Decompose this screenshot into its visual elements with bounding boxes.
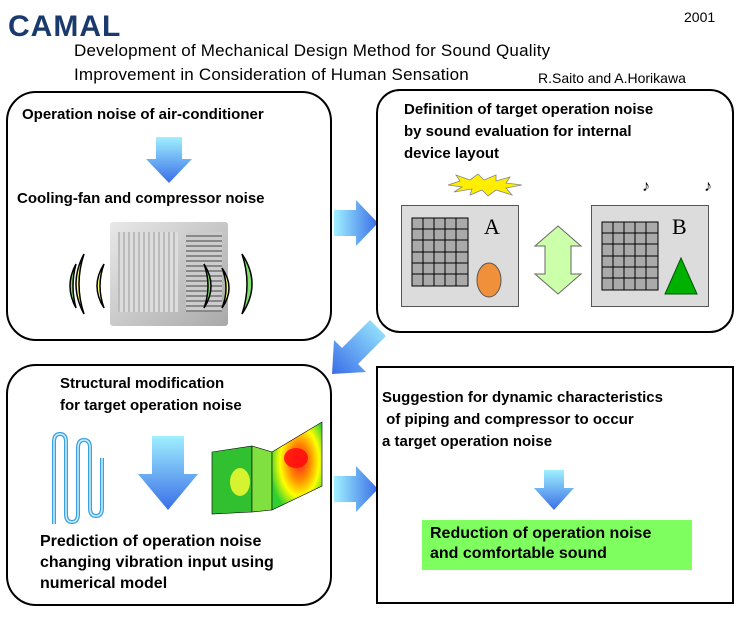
- label-a: A: [484, 214, 500, 239]
- panel3-line1: Structural modification: [60, 375, 225, 392]
- grid-icon-a: [411, 217, 469, 287]
- panel2-line2: by sound evaluation for internal: [404, 123, 632, 140]
- vibration-contour-map: [211, 421, 323, 515]
- right-arrow-icon: [334, 200, 378, 246]
- air-conditioner-photo: [110, 222, 228, 326]
- panel3-pred1: Prediction of operation noise: [40, 533, 262, 550]
- green-triangle-icon: [664, 256, 698, 295]
- music-note-icon-2: ♪: [704, 178, 712, 195]
- label-b: B: [672, 214, 687, 239]
- panel3-pred3: numerical model: [40, 575, 168, 592]
- panel1-heading: Operation noise of air-conditioner: [22, 106, 264, 123]
- compare-double-arrow-icon: [533, 225, 583, 295]
- panel2-line1: Definition of target operation noise: [404, 101, 654, 118]
- authors: R.Saito and A.Horikawa: [538, 70, 686, 86]
- diagonal-arrow-icon: [332, 320, 386, 374]
- year: 2001: [684, 9, 716, 25]
- result-line1: Reduction of operation noise: [430, 525, 652, 542]
- burst-icon: [447, 173, 523, 197]
- down-arrow-icon: [146, 137, 192, 183]
- music-note-icon-1: ♪: [642, 178, 650, 195]
- panel4-line1: Suggestion for dynamic characteristics: [382, 389, 663, 406]
- down-arrow-icon-3: [534, 470, 574, 510]
- panel3-line2: for target operation noise: [60, 397, 242, 414]
- down-arrow-icon-2: [138, 436, 198, 510]
- sound-wave-icon-right: [203, 253, 253, 315]
- piping-icon: [52, 431, 104, 525]
- orange-ellipse-icon: [476, 262, 502, 298]
- panel1-subheading: Cooling-fan and compressor noise: [17, 190, 265, 207]
- sound-wave-icon-left: [69, 253, 105, 315]
- panel4-line3: a target operation noise: [382, 433, 553, 450]
- result-highlight: Reduction of operation noise and comfort…: [422, 520, 692, 570]
- panel4-line2: of piping and compressor to occur: [382, 411, 634, 428]
- panel2-line3: device layout: [404, 145, 500, 162]
- page-title-line1: Development of Mechanical Design Method …: [74, 41, 551, 60]
- logo: CAMAL: [8, 10, 122, 43]
- result-line2: and comfortable sound: [430, 545, 607, 562]
- panel3-pred2: changing vibration input using: [40, 554, 274, 571]
- grid-icon-b: [601, 221, 659, 291]
- right-arrow-icon-2: [334, 466, 378, 512]
- page-title-line2: Improvement in Consideration of Human Se…: [74, 65, 469, 84]
